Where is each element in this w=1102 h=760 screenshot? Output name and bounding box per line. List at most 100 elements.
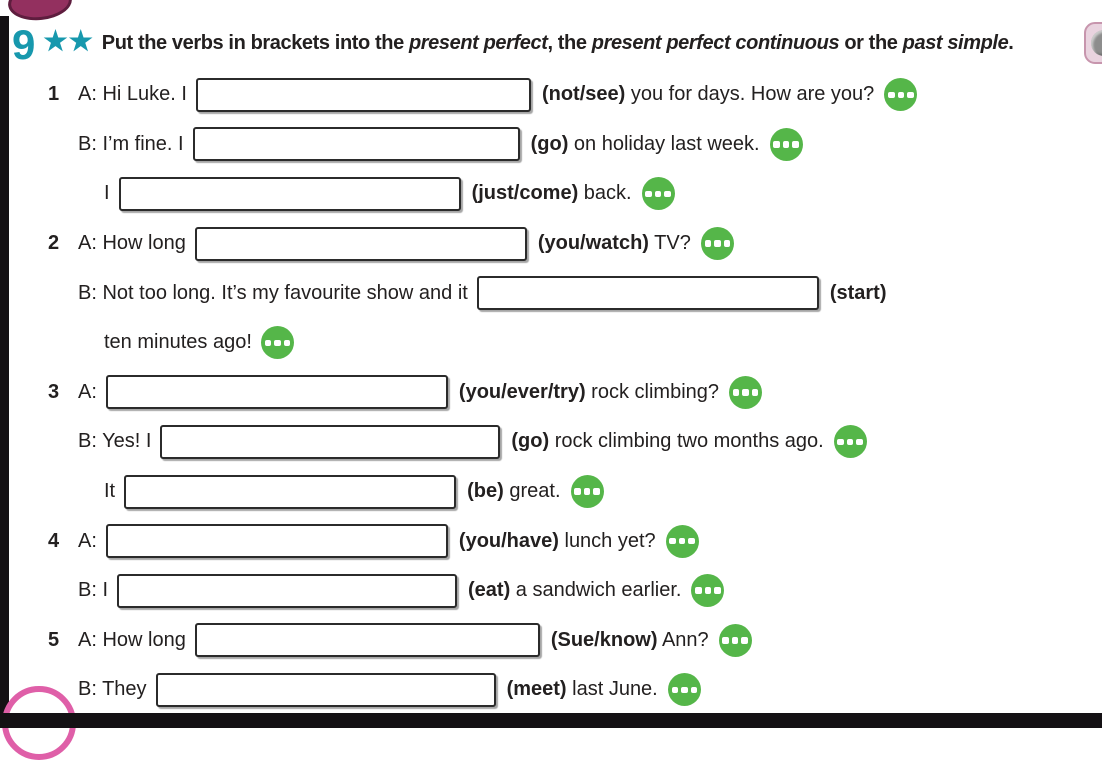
verb-hint: (be): [467, 480, 504, 503]
left-black-strip: [0, 16, 9, 728]
exercise-row: B: I (eat) a sandwich earlier.: [48, 566, 1102, 616]
dialogue-text: A: How long: [78, 232, 186, 255]
dot-icon: [846, 438, 854, 446]
verb-hint: (eat): [468, 579, 511, 602]
answer-input[interactable]: [105, 524, 448, 559]
top-left-magenta-decoration: [6, 0, 74, 24]
instruction-text: , the: [547, 31, 592, 54]
dot-icon: [274, 339, 281, 347]
verb-hint: (start): [829, 281, 887, 304]
verb-hint: (you/have): [458, 529, 559, 552]
answer-input[interactable]: [117, 573, 458, 608]
verb-hint-text: (be) great.: [467, 480, 560, 503]
exercise-row: 4 A: (you/have) lunch yet?: [48, 516, 1102, 566]
item-number: 1: [48, 83, 60, 106]
answer-input[interactable]: [155, 672, 496, 707]
dot-icon: [264, 339, 272, 347]
verb-hint: (meet): [506, 678, 567, 701]
exercise-row: 1 A: Hi Luke. I (not/see) you for days. …: [48, 70, 1102, 120]
exercise-row: It (be) great.: [48, 467, 1102, 517]
verb-hint-text: (meet) last June.: [507, 678, 658, 701]
answer-dots-button[interactable]: [665, 524, 699, 558]
instruction-text: Put the verbs in brackets into the: [101, 31, 409, 54]
answer-input[interactable]: [160, 424, 501, 459]
dot-icon: [704, 240, 712, 247]
dialogue-text: you for days. How are you?: [625, 83, 875, 106]
dialogue-text: Ann?: [657, 628, 709, 651]
exercise-number: 9: [12, 21, 36, 68]
dot-icon: [704, 587, 712, 594]
exercise-row: ten minutes ago!: [48, 318, 1102, 368]
dot-icon: [888, 91, 895, 99]
dot-icon: [907, 91, 914, 99]
dialogue-text: B: They: [78, 678, 147, 701]
dialogue-text: on holiday last week.: [568, 132, 760, 155]
dialogue-text: B: Yes! I: [78, 430, 152, 453]
dot-icon: [690, 686, 697, 694]
answer-dots-button[interactable]: [700, 227, 734, 261]
exercise-row: B: Yes! I (go) rock climbing two months …: [48, 417, 1102, 467]
answer-input[interactable]: [194, 623, 540, 658]
dialogue-text: back.: [578, 182, 632, 205]
verb-hint: (go): [511, 430, 550, 453]
dot-icon: [723, 240, 731, 247]
exercise-row: 5 A: How long (Sue/know) Ann?: [48, 616, 1102, 666]
verb-hint: (Sue/know): [550, 628, 658, 651]
exercise-row: 2 A: How long (you/watch) TV?: [48, 219, 1102, 269]
tense-name: present perfect: [408, 31, 548, 54]
dialogue-text: lunch yet?: [558, 529, 656, 552]
verb-hint-text: (not/see) you for days. How are you?: [542, 83, 874, 106]
exercise-row: B: I’m fine. I (go) on holiday last week…: [48, 120, 1102, 170]
verb-hint-text: (go) on holiday last week.: [531, 133, 760, 156]
answer-dots-button[interactable]: [769, 127, 803, 161]
verb-hint: (not/see): [541, 83, 626, 106]
answer-input[interactable]: [124, 474, 457, 509]
dialogue-text: A:: [78, 380, 97, 403]
dialogue-text: rock climbing?: [585, 380, 720, 403]
dot-icon: [593, 488, 600, 495]
exercise-row: I (just/come) back.: [48, 169, 1102, 219]
exercise-rows: 1 A: Hi Luke. I (not/see) you for days. …: [48, 70, 1102, 715]
dot-icon: [654, 190, 662, 198]
answer-dots-button[interactable]: [641, 177, 675, 211]
answer-dots-button[interactable]: [260, 326, 294, 360]
answer-dots-button[interactable]: [884, 78, 918, 112]
dot-icon: [645, 190, 652, 198]
answer-dots-button[interactable]: [729, 375, 763, 409]
page-edge-button[interactable]: [1084, 22, 1102, 64]
verb-hint: (just/come): [471, 182, 579, 205]
verb-hint: (you/watch): [537, 232, 649, 255]
dialogue-text: ten minutes ago!: [104, 331, 252, 354]
answer-input[interactable]: [192, 127, 520, 162]
verb-hint-text: (go) rock climbing two months ago.: [511, 430, 823, 453]
dot-icon: [695, 587, 702, 594]
difficulty-stars-icon: ★★: [43, 25, 94, 56]
dot-icon: [583, 488, 591, 495]
answer-dots-button[interactable]: [667, 673, 701, 707]
answer-input[interactable]: [194, 226, 527, 261]
dot-icon: [856, 438, 863, 446]
dot-icon: [669, 537, 676, 545]
dot-icon: [688, 537, 695, 545]
answer-input[interactable]: [476, 276, 819, 311]
dot-icon: [732, 389, 740, 396]
answer-dots-button[interactable]: [833, 425, 867, 459]
dot-icon: [283, 339, 291, 347]
verb-hint-text: (you/watch) TV?: [538, 232, 691, 255]
verb-hint: (go): [530, 132, 569, 155]
item-number: 2: [48, 232, 60, 255]
dot-icon: [731, 637, 739, 644]
answer-dots-button[interactable]: [718, 623, 752, 657]
answer-input[interactable]: [118, 176, 461, 211]
answer-input[interactable]: [105, 375, 448, 410]
answer-dots-button[interactable]: [691, 574, 725, 608]
answer-dots-button[interactable]: [570, 475, 604, 509]
verb-hint-text: (just/come) back.: [472, 182, 632, 205]
dialogue-text: A: How long: [78, 628, 186, 651]
answer-input[interactable]: [195, 77, 531, 112]
verb-hint: (you/ever/try): [458, 380, 586, 403]
verb-hint-text: (eat) a sandwich earlier.: [468, 579, 681, 602]
dot-icon: [897, 91, 905, 99]
dot-icon: [792, 141, 799, 148]
